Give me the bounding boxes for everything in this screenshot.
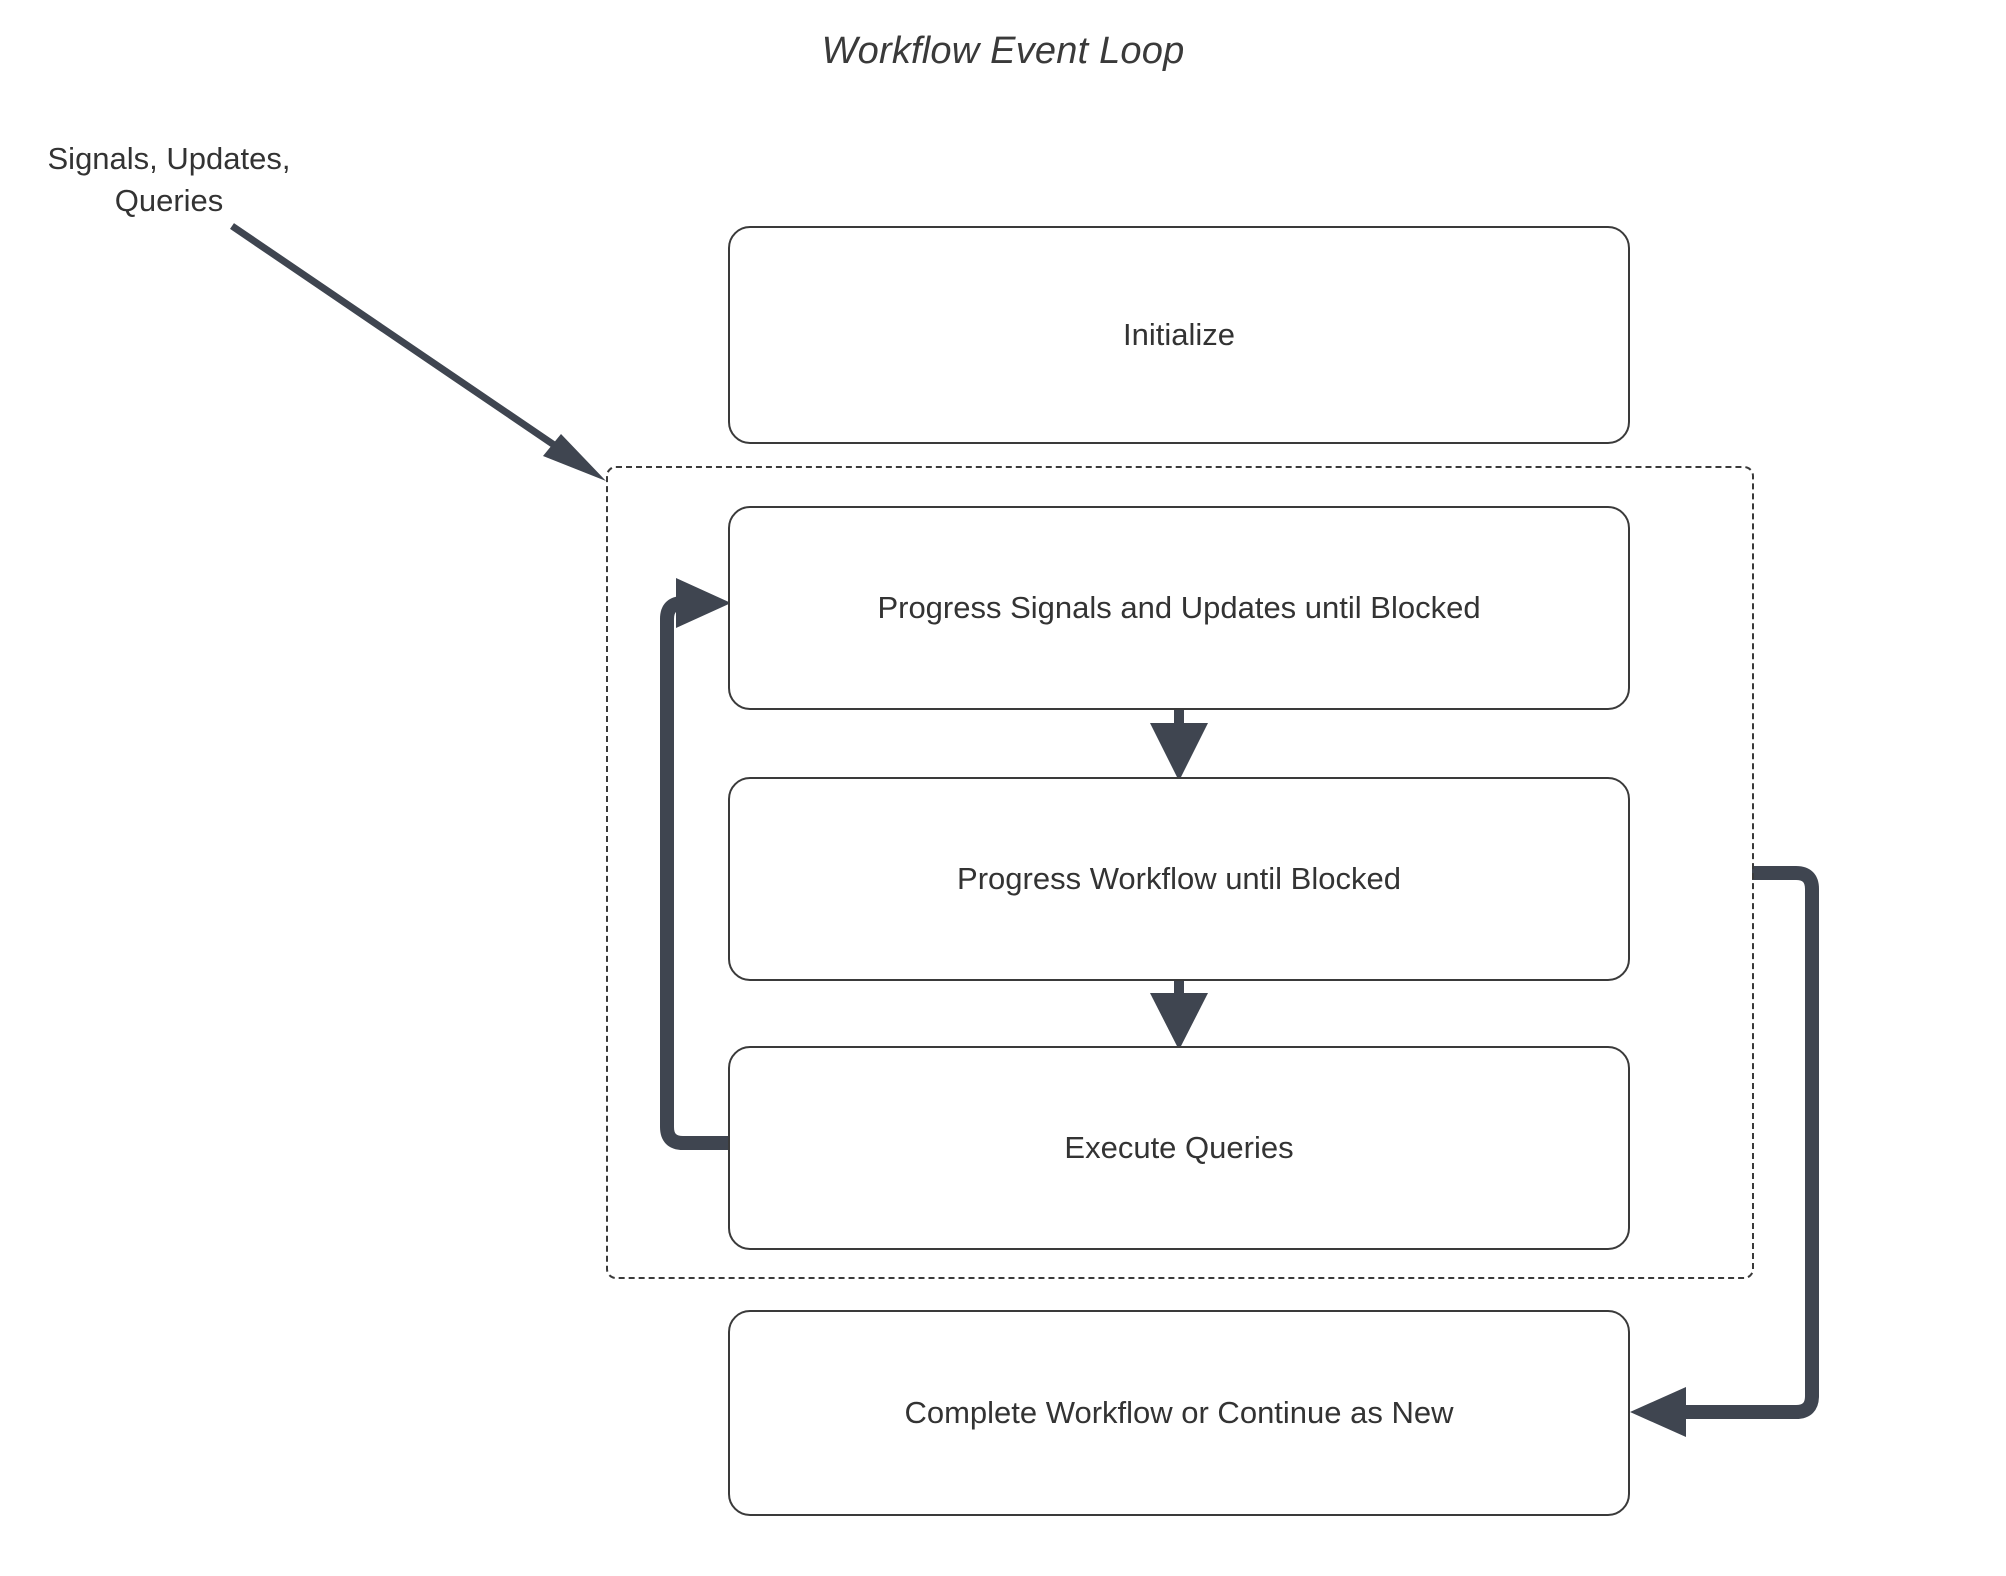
external-input-label: Signals, Updates, Queries	[47, 141, 291, 218]
node-progress-workflow-label: Progress Workflow until Blocked	[957, 861, 1401, 896]
node-complete-workflow[interactable]: Complete Workflow or Continue as New	[728, 1310, 1630, 1516]
node-progress-signals[interactable]: Progress Signals and Updates until Block…	[728, 506, 1630, 710]
node-execute-queries[interactable]: Execute Queries	[728, 1046, 1630, 1250]
node-execute-queries-label: Execute Queries	[1064, 1130, 1294, 1165]
node-complete-workflow-label: Complete Workflow or Continue as New	[904, 1395, 1454, 1430]
node-initialize-label: Initialize	[1123, 317, 1235, 352]
connector-external-to-loop	[230, 223, 606, 481]
node-initialize[interactable]: Initialize	[728, 226, 1630, 444]
node-progress-workflow[interactable]: Progress Workflow until Blocked	[728, 777, 1630, 981]
node-progress-signals-label: Progress Signals and Updates until Block…	[877, 590, 1481, 625]
event-loop-group-boundary	[606, 466, 1754, 1279]
page-title: Workflow Event Loop	[821, 30, 1185, 72]
